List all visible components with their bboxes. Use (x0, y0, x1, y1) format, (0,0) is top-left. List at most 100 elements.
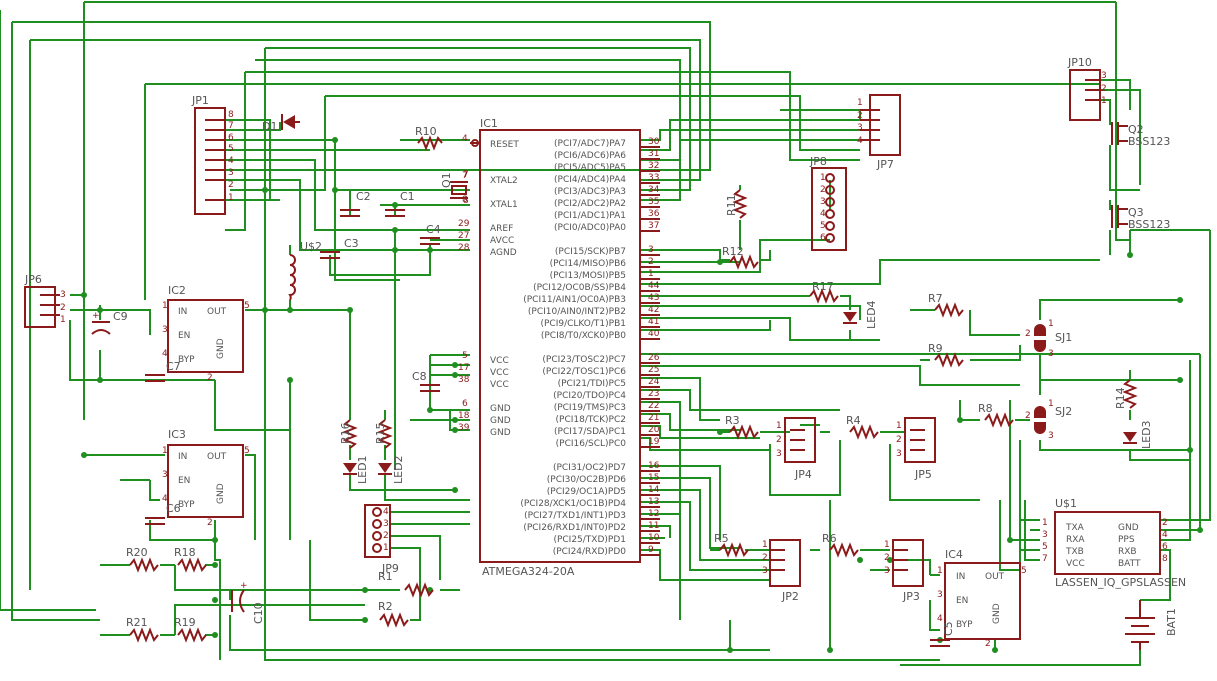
ic3-pin-num-out: 5 (244, 446, 250, 456)
jp6-header[interactable]: JP6 3 2 1 (24, 273, 66, 328)
jp9-pin2: 2 (383, 531, 389, 541)
jp5-header[interactable]: 1 2 3 JP5 (896, 417, 936, 481)
gps-pin-num-4: 4 (1162, 530, 1168, 540)
r10-resistor[interactable]: R10 (415, 125, 443, 151)
c4-capacitor[interactable]: C4 (420, 223, 441, 245)
gps-module[interactable]: U$1 LASSEN_IQ_GPSLASSEN TXA RXA TXB VCC … (1042, 497, 1186, 589)
ic1-pin-vcc17-num: 17 (458, 363, 469, 373)
ic1-right-pin-name: (PCI9/CLKO/T1)PB1 (540, 319, 626, 329)
jp4-header[interactable]: 1 2 3 JP4 (776, 417, 816, 481)
ic4-regulator[interactable]: IC4 IN EN BYP OUT GND 1 3 4 5 2 (937, 548, 1027, 649)
jp6-pin1: 1 (60, 315, 66, 325)
bat1-battery[interactable]: BAT1 (1125, 600, 1178, 650)
q1-pin7: 7 (463, 170, 469, 180)
q2-mosfet[interactable]: Q2 BSS123 (1111, 122, 1170, 148)
ic1-right-pin-number: 40 (648, 329, 660, 339)
u2-inductor[interactable]: U$2 (288, 240, 322, 301)
ic4-pin-num-byp: 4 (937, 614, 943, 624)
jp2-pin1: 1 (762, 540, 768, 550)
jp2-header[interactable]: 1 2 3 JP2 (762, 539, 801, 603)
led2-led[interactable]: LED2 (378, 455, 405, 484)
r5-resistor[interactable]: R5 (714, 532, 749, 558)
ic2-regulator[interactable]: IC2 IN EN BYP OUT GND 1 3 4 5 2 (162, 284, 250, 383)
r3-resistor[interactable]: R3 (725, 414, 759, 440)
ic1-microcontroller[interactable]: IC1 ATMEGA324-20A RESET 4 XTAL2 7 XTAL1 … (458, 117, 660, 578)
r11-resistor[interactable]: R11 (725, 189, 748, 219)
r6-label: R6 (822, 532, 837, 545)
jp8-header[interactable]: 1 2 3 4 5 6 JP8 (809, 155, 847, 251)
sj1-jumper[interactable]: 2 1 3 SJ1 (1025, 319, 1072, 359)
c8-capacitor[interactable]: C8 (412, 370, 440, 392)
d1-diode[interactable]: D1 (262, 114, 300, 133)
gps-pin-rxa: RXA (1066, 535, 1085, 545)
jp7-pin4: 4 (857, 136, 863, 146)
ic3-pin-num-gnd: 2 (207, 518, 213, 528)
ic1-right-pin-number: 30 (648, 137, 660, 147)
r21-resistor[interactable]: R21 (126, 616, 159, 643)
r2-label: R2 (378, 600, 393, 613)
c10-capacitor[interactable]: + C10 (231, 581, 265, 624)
ic1-pin-agnd: AGND (490, 248, 517, 258)
c3-capacitor[interactable]: C3 (320, 237, 359, 259)
r11-label: R11 (725, 194, 738, 216)
jp8-pin5: 5 (820, 221, 826, 231)
r12-resistor[interactable]: R12 (722, 245, 759, 270)
r2-resistor[interactable]: R2 (378, 600, 409, 628)
c9-capacitor[interactable]: + C9 (91, 310, 128, 335)
gps-pin-rxb: RXB (1118, 547, 1137, 557)
ic4-pin-num-in: 1 (937, 566, 943, 576)
jp1-pin7: 7 (228, 121, 234, 131)
ic1-right-pin-number: 3 (648, 245, 654, 255)
q3-ref: Q3 (1128, 206, 1144, 219)
sj2-pin1: 1 (1048, 399, 1054, 409)
jp3-pin2: 2 (884, 553, 890, 563)
r7-resistor[interactable]: R7 (928, 292, 964, 318)
r8-resistor[interactable]: R8 (978, 402, 1014, 428)
ic1-right-pin-number: 37 (648, 221, 659, 231)
r17-resistor[interactable]: R17 (809, 280, 839, 304)
ic1-pin-reset-num: 4 (462, 134, 468, 144)
ic1-right-pin-number: 42 (648, 305, 659, 315)
ic1-right-pin-name: (PCI22/TOSC1)PC6 (542, 367, 626, 377)
ic3-regulator[interactable]: IC3 IN EN BYP OUT GND 1 3 4 5 2 (162, 428, 250, 528)
jp9-header[interactable]: 4 3 2 1 JP9 (364, 504, 399, 575)
r15-resistor[interactable]: R15 (374, 419, 393, 449)
jp3-header[interactable]: 1 2 3 JP3 (884, 539, 924, 603)
c6-capacitor[interactable]: C6 (145, 502, 181, 525)
r18-resistor[interactable]: R18 (174, 546, 207, 573)
jp1-header[interactable]: JP1 8 7 6 5 4 3 2 1 (191, 94, 234, 215)
jp1-pin4: 4 (228, 156, 234, 166)
c9-label: C9 (113, 310, 128, 323)
r6-resistor[interactable]: R6 (822, 532, 859, 558)
led3-led[interactable]: LED3 (1123, 420, 1153, 449)
jp7-header[interactable]: 1 2 3 4 JP7 (857, 94, 901, 171)
jp8-label: JP8 (809, 155, 827, 168)
q1-crystal[interactable]: Q1 7 8 (440, 170, 469, 206)
jp10-header[interactable]: 3 2 1 JP10 (1067, 56, 1107, 121)
led3-label: LED3 (1140, 420, 1153, 449)
ic2-pin-num-en: 3 (162, 325, 168, 335)
r20-resistor[interactable]: R20 (126, 546, 159, 573)
r1-resistor[interactable]: R1 (378, 570, 434, 598)
c7-capacitor[interactable]: C7 (145, 360, 181, 382)
c5-capacitor[interactable]: C5 (930, 621, 955, 647)
ic1-pin-vcc5-num: 5 (462, 351, 468, 361)
c1-capacitor[interactable]: C1 (385, 190, 415, 217)
sj2-jumper[interactable]: 2 1 3 SJ2 (1025, 399, 1072, 441)
r16-resistor[interactable]: R16 (339, 419, 358, 449)
r14-resistor[interactable]: R14 (1114, 379, 1138, 409)
led4-led[interactable]: LED4 (843, 300, 878, 329)
q3-mosfet[interactable]: Q3 BSS123 (1111, 205, 1170, 231)
c3-label: C3 (344, 237, 359, 250)
ic1-right-pin-name: (PCI12/OC0B/SS)PB4 (533, 283, 626, 293)
led1-led[interactable]: LED1 (343, 455, 369, 484)
r4-resistor[interactable]: R4 (846, 414, 879, 440)
r19-resistor[interactable]: R19 (174, 616, 207, 643)
ic1-right-pin-number: 24 (648, 377, 660, 387)
c2-capacitor[interactable]: C2 (340, 190, 371, 217)
r9-resistor[interactable]: R9 (928, 342, 964, 368)
ic1-pin-gnd18: GND (490, 416, 511, 426)
jp3-pin1: 1 (884, 540, 890, 550)
ic3-pin-out: OUT (207, 452, 227, 462)
sj1-pin1: 1 (1048, 319, 1054, 329)
